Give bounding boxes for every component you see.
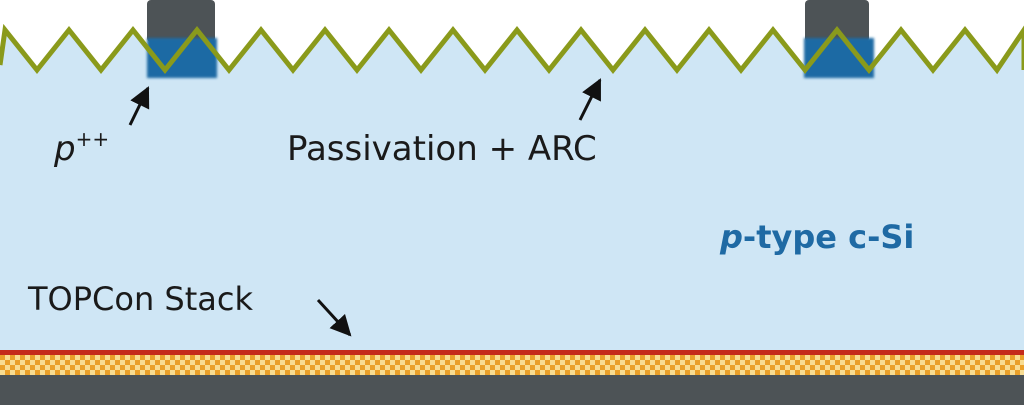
p-plus-plus-superscript: ++	[76, 127, 110, 151]
rear-metal-contact	[0, 375, 1024, 405]
topcon-label: TOPCon Stack	[27, 280, 253, 318]
silicon-bulk	[0, 30, 1024, 350]
p-plus-plus-arrow	[128, 86, 150, 126]
ptype-si-label: p-type c-Si	[719, 218, 914, 256]
p-plus-plus-base: p	[53, 129, 76, 169]
metal-finger-left	[147, 0, 215, 42]
passivation-arc-layer	[0, 23, 1024, 75]
topcon-oxide-layer	[0, 350, 1024, 355]
ptype-rest: -type c-Si	[743, 218, 914, 256]
topcon-polysilicon-layer	[0, 355, 1024, 375]
topcon-arrow	[316, 298, 352, 337]
passivation-arrow	[578, 78, 602, 121]
passivation-label: Passivation + ARC	[287, 129, 597, 169]
metal-finger-right	[805, 0, 869, 42]
p-plus-plus-region-left	[147, 38, 217, 78]
p-plus-plus-label: p++	[53, 127, 109, 169]
ptype-italic: p	[719, 218, 743, 256]
